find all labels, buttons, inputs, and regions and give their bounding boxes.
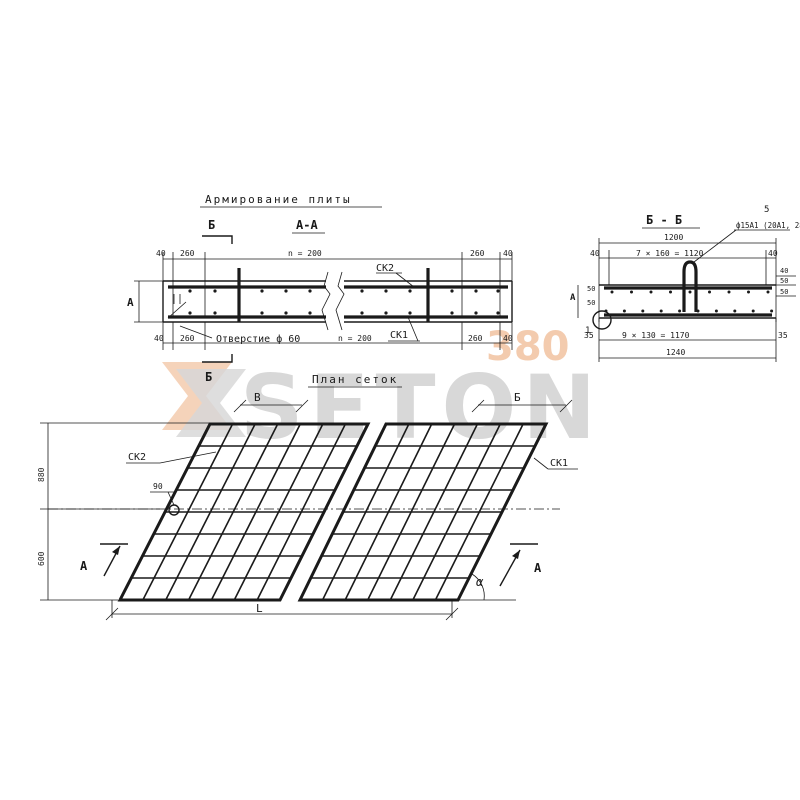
rebar-note: ф15А1 (20А1, 28А1): [736, 221, 800, 230]
cut-label-bottom: Б: [205, 370, 212, 384]
watermark-brand: SETON: [240, 356, 602, 459]
dim-35-left-bb: 35: [584, 331, 594, 340]
dim-n200-bottom: n = 200: [338, 334, 372, 343]
dim-side-40: 40: [780, 267, 788, 275]
cut-mark-bottom: [202, 354, 233, 363]
callout-5: 5: [764, 205, 769, 215]
plan-hole: [168, 504, 180, 516]
height-label-a: А: [127, 296, 134, 309]
height-label-bb: А: [570, 293, 576, 303]
rebar-dots-top: [188, 289, 500, 293]
plan-length-l: L: [256, 602, 263, 615]
break-line: [321, 271, 345, 331]
plan-arrow-a-right: А: [534, 561, 542, 575]
dim-260-left-top: 260: [180, 249, 195, 258]
dim-260-right-bottom: 260: [468, 334, 483, 343]
dim-40-left-bb: 40: [590, 249, 600, 258]
mesh-ck2: [117, 422, 371, 602]
watermark-logo-icon: [162, 362, 246, 437]
bb-rebar-dots: [604, 290, 774, 313]
main-title: Армирование плиты: [205, 193, 352, 206]
dim-1240: 1240: [666, 348, 685, 357]
plan-b-right: Б: [514, 391, 521, 404]
plan-angle: α: [476, 575, 484, 589]
plan-angle-arc: [471, 573, 485, 601]
plan-arrow-a-left: А: [80, 559, 88, 573]
section-bb-title: Б - Б: [646, 213, 682, 227]
lifting-loop: [682, 260, 698, 312]
plan-ck2: СК2: [128, 452, 146, 463]
label-ck2-section: СК2: [376, 263, 394, 274]
dim-chain-bottom: [162, 322, 513, 350]
plan-of-meshes: План сеток В Б 90 СК2 СК1 880 600: [37, 373, 578, 621]
plan-dim-90: 90: [153, 482, 163, 491]
end-detail: [167, 294, 187, 319]
dim-7x160: 7 × 160 = 1120: [636, 249, 704, 258]
dim-35-right-bb: 35: [778, 331, 788, 340]
rebar-dots-bottom: [188, 311, 500, 315]
dim-40-left-top: 40: [156, 249, 166, 258]
cut-mark-top: [202, 235, 233, 244]
plan-b-left: В: [254, 391, 261, 404]
plan-title: План сеток: [312, 373, 398, 386]
section-bb: Б - Б 5 ф15А1 (20А1, 28А1) 1200 40 7 × 1…: [570, 205, 800, 362]
section-aa-title: А-А: [296, 218, 318, 232]
dim-1200: 1200: [664, 233, 683, 242]
dim-50-mid-bb: 50: [587, 299, 595, 307]
dim-40-right-top: 40: [503, 249, 513, 258]
dim-chain-top: [162, 252, 513, 318]
dim-40-left-bottom: 40: [154, 334, 164, 343]
callout-1: 1: [585, 326, 590, 336]
plan-dim-880: 880: [37, 467, 46, 482]
section-aa: Армирование плиты Б А-А 40 260 n = 200 2…: [127, 193, 513, 384]
label-ck1-section: СК1: [390, 330, 408, 341]
dim-side-50a: 50: [780, 277, 788, 285]
dim-n200-top: n = 200: [288, 249, 322, 258]
dim-side-50b: 50: [780, 288, 788, 296]
dim-260-left-bottom: 260: [180, 334, 195, 343]
dim-260-right-top: 260: [470, 249, 485, 258]
dim-40-right-bb: 40: [768, 249, 778, 258]
dim-9x130: 9 × 130 = 1170: [622, 331, 690, 340]
cut-label-top: Б: [208, 218, 215, 232]
label-hole: Отверстие ф 60: [216, 333, 300, 345]
dim-40-right-bottom: 40: [503, 334, 513, 343]
plan-dim-600: 600: [37, 551, 46, 566]
callout-1-circle: [592, 310, 612, 330]
dim-50-top-bb: 50: [587, 285, 595, 293]
plan-ck1: СК1: [550, 458, 568, 469]
